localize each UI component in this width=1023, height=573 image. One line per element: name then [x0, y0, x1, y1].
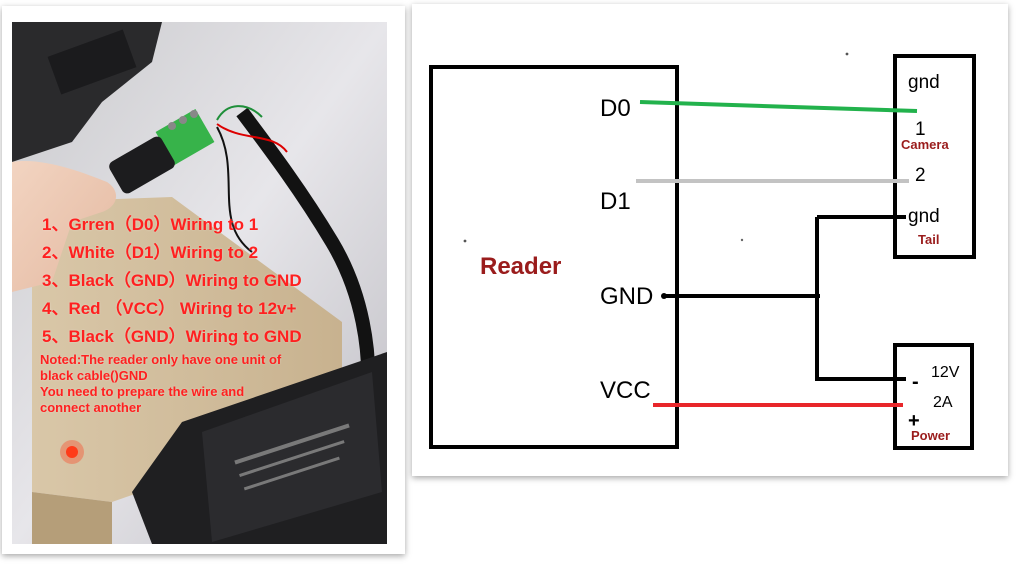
gnd-junction	[661, 293, 667, 299]
instruction-line-5: 5、Black（GND）Wiring to GND	[42, 327, 302, 346]
instruction-line-3: 3、Black（GND）Wiring to GND	[42, 271, 302, 290]
camera-block	[893, 54, 976, 259]
power-label: Power	[911, 428, 950, 443]
pin-vcc-label: VCC	[600, 377, 651, 404]
camera-pin-gnd-bottom: gnd	[908, 206, 940, 227]
power-plus: +	[908, 410, 920, 432]
power-current: 2A	[933, 394, 953, 411]
note-line-3: You need to prepare the wire and	[40, 384, 245, 399]
reader-box	[429, 65, 679, 449]
instruction-line-2: 2、White（D1）Wiring to 2	[42, 243, 259, 262]
wiring-photo: 1、Grren（D0）Wiring to 1 2、White（D1）Wiring…	[12, 22, 387, 544]
power-voltage: 12V	[931, 364, 960, 381]
camera-pin-2: 2	[915, 165, 926, 186]
instruction-line-1: 1、Grren（D0）Wiring to 1	[42, 215, 259, 234]
camera-pin-gnd-top: gnd	[908, 72, 940, 93]
diagram-panel: Reader D0 D1 GND VCC gnd 1 Camera 2 gnd …	[412, 4, 1008, 476]
stray-dot	[845, 52, 849, 56]
gnd-wire	[664, 215, 906, 381]
photo-panel: 1、Grren（D0）Wiring to 1 2、White（D1）Wiring…	[2, 6, 405, 554]
instruction-line-4: 4、Red （VCC） Wiring to 12v+	[42, 299, 297, 318]
instruction-overlay: 1、Grren（D0）Wiring to 1 2、White（D1）Wiring…	[12, 22, 387, 544]
power-block	[893, 343, 974, 450]
camera-pin-1: 1	[915, 119, 926, 140]
note-line-2: black cable()GND	[40, 368, 148, 383]
stray-dot	[740, 238, 744, 242]
camera-label: Camera	[901, 137, 949, 152]
pin-d1-label: D1	[600, 188, 631, 215]
reader-label: Reader	[480, 253, 561, 280]
d0-wire	[639, 100, 918, 113]
stray-dot	[463, 239, 467, 243]
wiring-diagram: Reader D0 D1 GND VCC gnd 1 Camera 2 gnd …	[429, 52, 976, 450]
photo-illustration	[12, 22, 387, 544]
pin-gnd-label: GND	[600, 283, 653, 310]
note-line-1: Noted:The reader only have one unit of	[40, 352, 282, 367]
pin-d0-label: D0	[600, 95, 631, 122]
power-minus: -	[912, 371, 919, 393]
note-line-4: connect another	[40, 400, 142, 415]
tail-label: Tail	[918, 232, 939, 247]
